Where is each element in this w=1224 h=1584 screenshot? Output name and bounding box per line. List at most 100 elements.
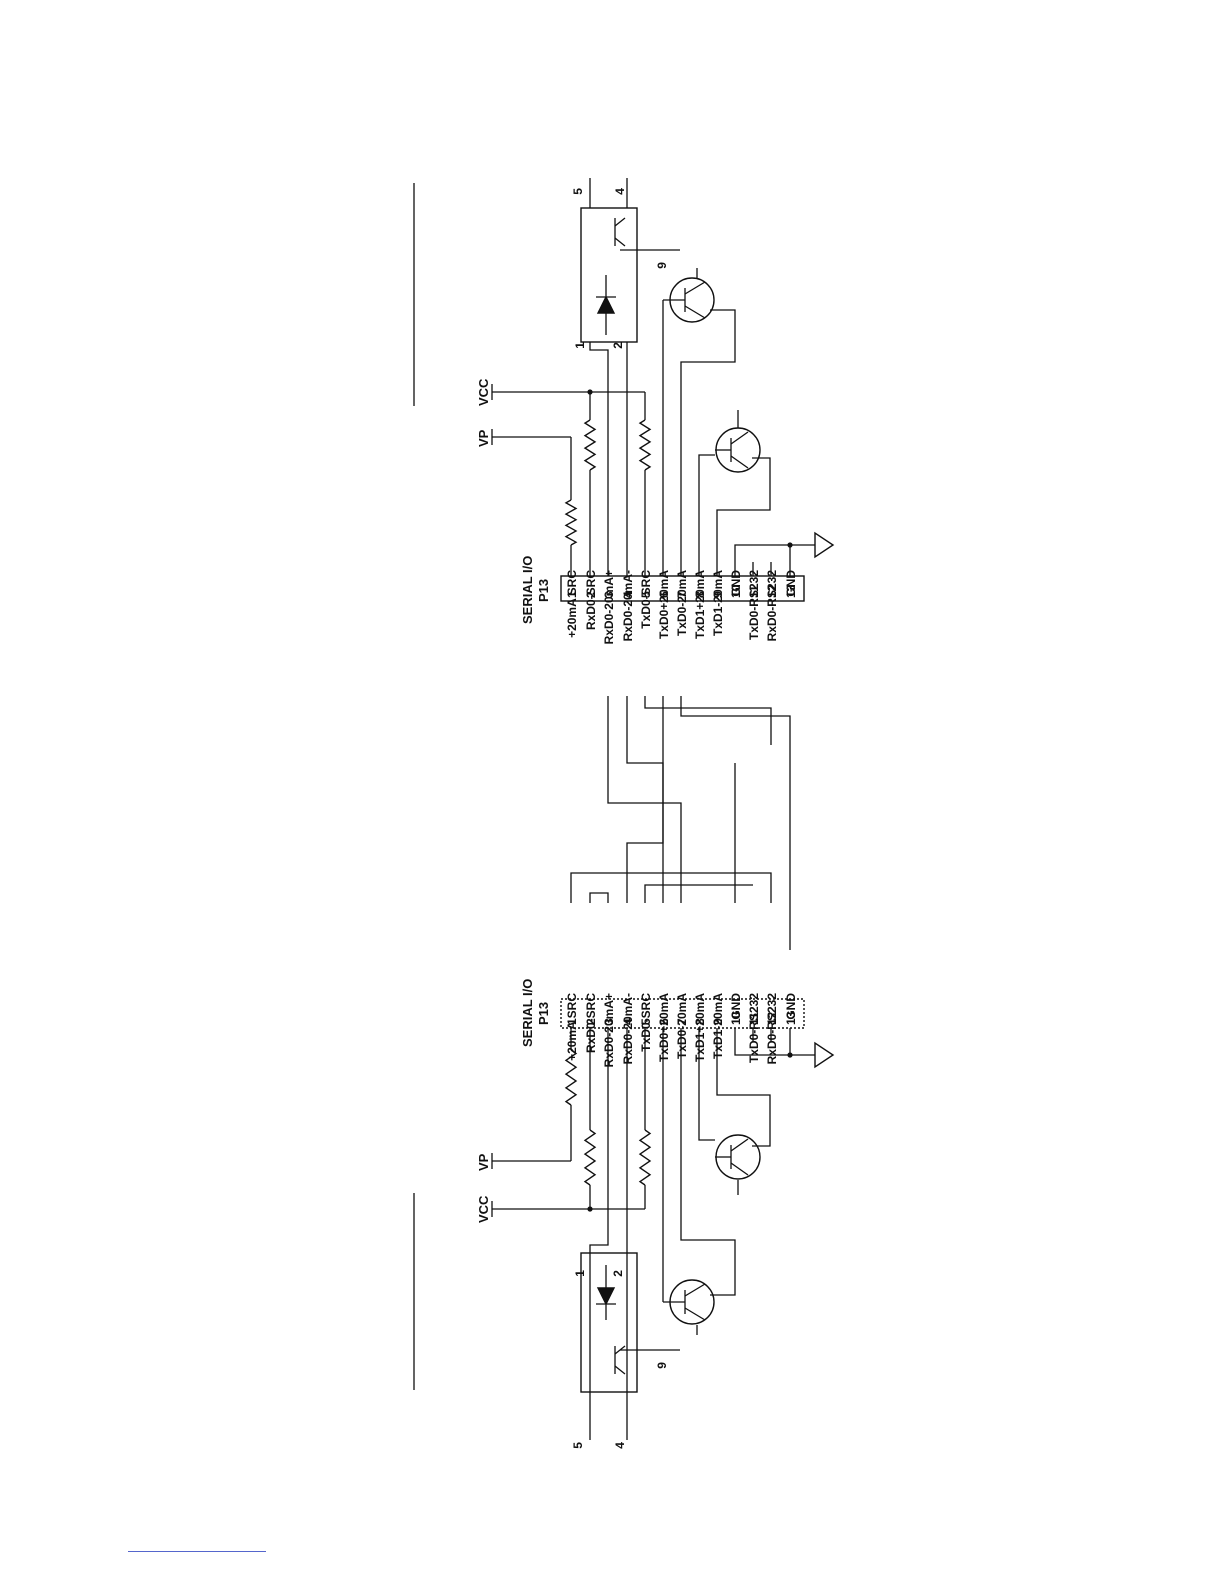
junction-dot <box>787 1052 793 1058</box>
top-pin-label: TxD0-RS232 <box>747 570 761 640</box>
bottom-pin5-resistor <box>638 1129 652 1186</box>
bottom-phototransistor-emitter <box>614 1365 626 1375</box>
bottom-opto-pin-4: 4 <box>613 1442 627 1449</box>
top-transistor-q1-lead <box>684 281 706 295</box>
top-pin-label: +20mA SRC <box>565 570 579 638</box>
bottom-connector-ref: P13 <box>536 1002 551 1025</box>
bottom-pin-number: 7 <box>675 1018 689 1025</box>
bottom-pin-number: 8 <box>693 1018 707 1025</box>
bottom-ground-icon <box>814 1041 835 1069</box>
top-optocoupler-box <box>580 207 638 343</box>
bottom-pin7-wire <box>680 1028 736 1296</box>
top-pin-number: 9 <box>711 591 725 598</box>
top-pin-number: 8 <box>693 591 707 598</box>
bottom-pin-number: 2 <box>584 1018 598 1025</box>
top-transistor-q1-lead <box>684 305 706 319</box>
footer-link-underline[interactable] <box>128 1551 266 1552</box>
bottom-opto-pin-9: 9 <box>655 1362 669 1369</box>
top-pin-number: 11 <box>747 585 761 598</box>
top-pin8-wire <box>698 454 715 576</box>
top-vcc-label: VCC <box>476 378 491 406</box>
top-vp-label: VP <box>476 429 491 447</box>
top-pin-label: GND <box>784 570 798 597</box>
crossover-txd-src-bottom <box>644 884 753 903</box>
bottom-opto-pin1-wire <box>589 1028 609 1253</box>
top-phototransistor-emitter <box>614 237 626 247</box>
bottom-pin-label: RxD0-20mA- <box>621 993 635 1064</box>
bottom-pin-label: +20mA SRC <box>565 993 579 1061</box>
bottom-pin-number: 4 <box>621 1018 635 1025</box>
top-pin-label: TxD0-SRC <box>639 570 653 629</box>
top-pin-label: TxD1+20mA <box>693 570 707 639</box>
top-pin-label: RxD0-SRC <box>584 570 598 630</box>
bottom-pin-label: TxD1+20mA <box>693 993 707 1062</box>
top-pin7-wire <box>680 309 736 576</box>
bottom-transistor-q2-lead <box>730 1162 749 1176</box>
crossover-rxd-plus <box>607 696 682 903</box>
crossover-txd-src <box>644 696 772 745</box>
top-opto-pin1-wire <box>589 342 609 576</box>
top-phototransistor-collector <box>614 217 626 227</box>
top-pin-number: 6 <box>657 591 671 598</box>
top-opto-pin-2: 2 <box>611 342 625 349</box>
bottom-pin-label: TxD0-RS232 <box>747 993 761 1063</box>
junction-dot <box>787 542 793 548</box>
bottom-pin-number: 5 <box>639 1018 653 1025</box>
top-pin-label: RxD0-20mA+ <box>602 570 616 644</box>
crossover-src-loop <box>570 872 772 903</box>
bottom-pin-label: GND <box>729 993 743 1020</box>
top-pin-number: 7 <box>675 591 689 598</box>
bottom-led-icon <box>596 1287 616 1306</box>
bottom-pin-label: RxD0-20mA+ <box>602 993 616 1067</box>
top-transistor-q2-lead <box>730 431 749 445</box>
top-connector-title: SERIAL I/O <box>520 556 535 624</box>
bottom-pin-number: 10 <box>729 1011 743 1025</box>
top-pin5-resistor <box>638 419 652 471</box>
bottom-transistor-q2-lead <box>730 1138 749 1152</box>
bottom-pin-label: GND <box>784 993 798 1020</box>
top-pin-label: RxD0-20mA- <box>621 570 635 641</box>
bottom-opto-pin-1: 1 <box>573 1270 587 1277</box>
bottom-pin2-resistor <box>583 1129 597 1186</box>
bottom-opto-pin-2: 2 <box>611 1270 625 1277</box>
top-opto-pin-1: 1 <box>573 342 587 349</box>
bottom-gnd-wire <box>734 1028 790 1056</box>
bottom-pin-label: RxD0-SRC <box>584 993 598 1053</box>
top-pin9-wire <box>716 457 771 576</box>
bottom-pin8-wire <box>698 1028 715 1141</box>
top-opto-pin-5: 5 <box>571 188 585 195</box>
top-ground-icon <box>814 531 835 559</box>
top-opto-pin-4: 4 <box>613 188 627 195</box>
bottom-vp-label: VP <box>476 1153 491 1171</box>
bottom-pin-label: RxD0-RS232 <box>765 993 779 1065</box>
bottom-pin-label: TxD0-20mA <box>675 993 689 1059</box>
top-pin-label: TxD0-20mA <box>675 570 689 636</box>
bottom-pin-label: TxD1-20mA <box>711 993 725 1059</box>
top-pin-label: GND <box>729 570 743 597</box>
top-pin-number: 13 <box>784 584 798 598</box>
bottom-pin-label: TxD0-SRC <box>639 993 653 1052</box>
top-pin-number: 5 <box>639 591 653 598</box>
crossover-txd-minus <box>680 696 791 950</box>
crossover-rxd-minus <box>626 696 664 903</box>
crossover-txd-plus <box>626 696 664 903</box>
bottom-pin-number: 1 <box>565 1018 579 1025</box>
bottom-vcc-label: VCC <box>476 1195 491 1223</box>
bottom-pin9-wire <box>716 1028 771 1147</box>
top-pin-label: TxD0+20mA <box>657 570 671 639</box>
top-pin-number: 1 <box>565 591 579 598</box>
bottom-pin-number: 12 <box>765 1011 779 1025</box>
bottom-transistor-q2-icon <box>715 1134 761 1180</box>
top-pin-label: TxD1-20mA <box>711 570 725 636</box>
top-pin-label: RxD0-RS232 <box>765 570 779 642</box>
bottom-pin1-resistor <box>564 1049 578 1106</box>
top-pin-number: 12 <box>765 584 779 598</box>
bottom-optocoupler-box <box>580 1252 638 1393</box>
junction-dot <box>587 1206 593 1212</box>
top-led-icon <box>596 295 616 314</box>
top-pin-number: 10 <box>729 584 743 598</box>
bottom-pin-number: 13 <box>784 1011 798 1025</box>
top-pin-number: 4 <box>621 591 635 598</box>
bottom-connector-box <box>560 998 805 1029</box>
